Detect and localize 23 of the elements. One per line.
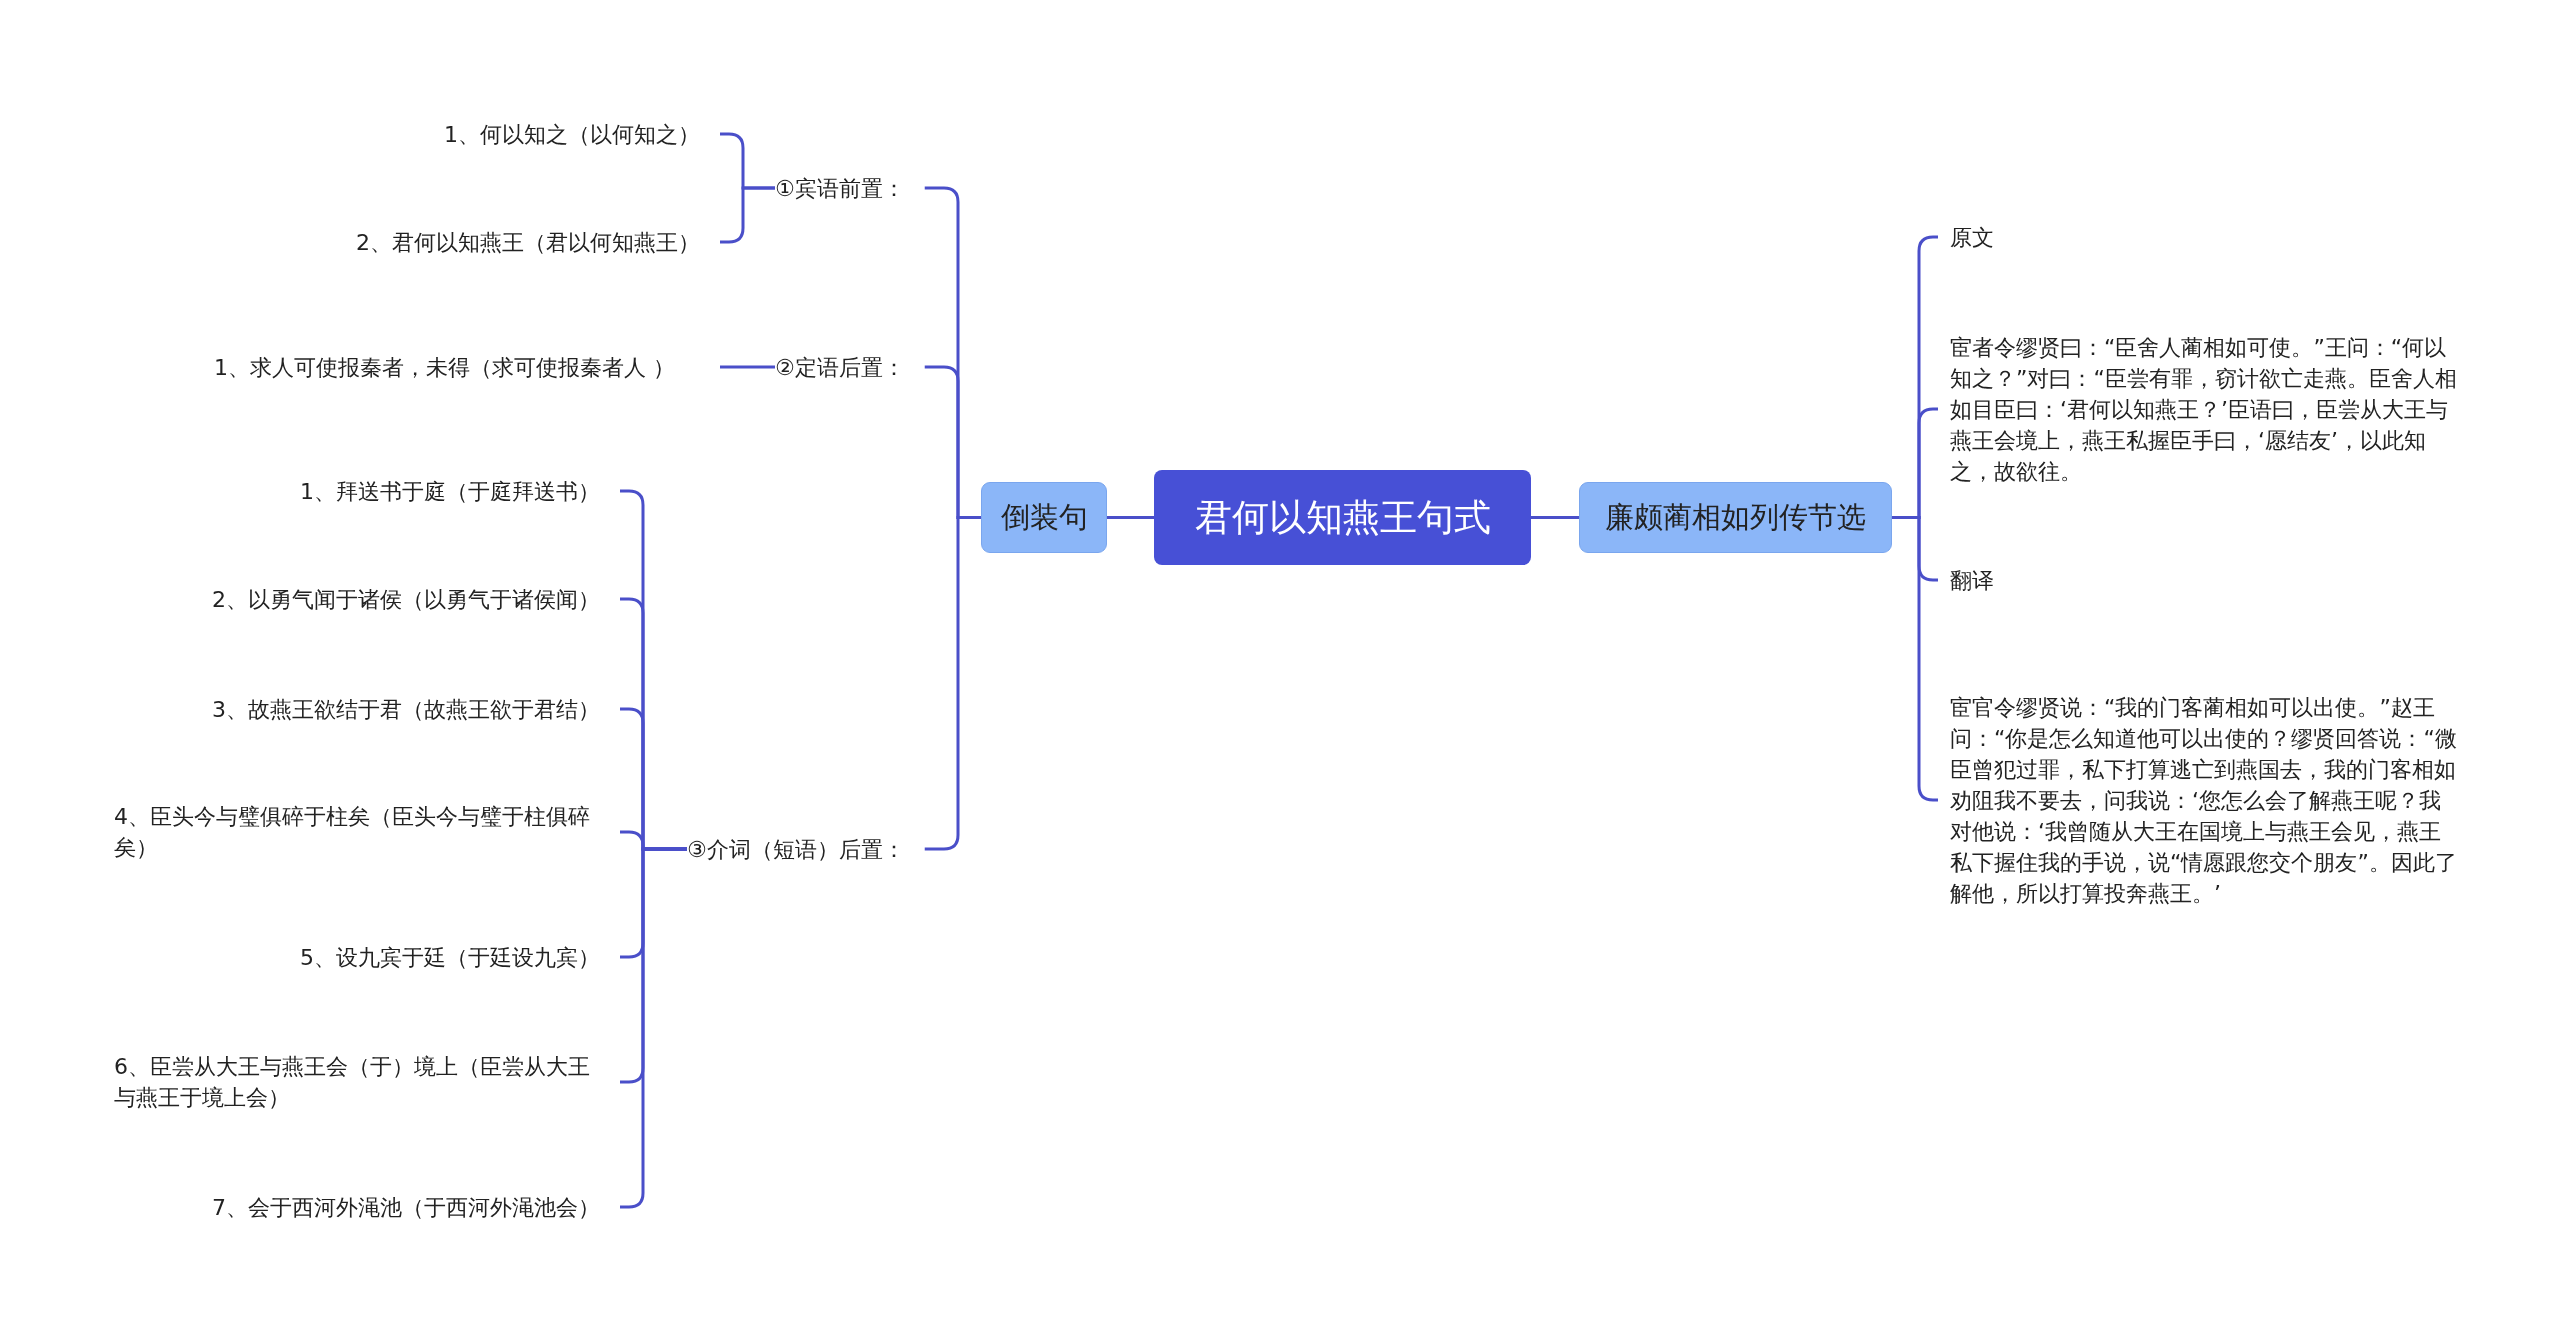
branch-text: 1、拜送书于庭（于庭拜送书）: [300, 475, 620, 507]
connector-line: [720, 365, 775, 369]
branch-box: 倒装句: [981, 482, 1107, 553]
branch-text: 宦官令缪贤说：“我的门客蔺相如可以出使。”赵王问：“你是怎么知道他可以出使的？缪贤回答说：“微臣曾犯过罪，私下打算逃亡到燕国去，我的门客相如劝阻我不要去，问我说：‘您怎么会了解燕王呢？我对他说：‘我曾随从大王在国境上与燕王会见，燕王私下握住我的手说，说“情愿跟您交个朋友”。因此了解他，所以打算投奔燕王。’: [1938, 691, 2458, 909]
branch-text: 2、以勇气闻于诸侯（以勇气于诸侯闻）: [212, 583, 620, 615]
central-topic-box: 君何以知燕王句式: [1154, 470, 1531, 565]
branch-text: ③介词（短语）后置：: [687, 833, 925, 865]
branch-text: 宦者令缪贤曰：“臣舍人蔺相如可使。”王问：“何以知之？”对曰：“臣尝有罪，窃计欲亡走燕。臣舍人相如目臣曰：‘君何以知燕王？’臣语曰，臣尝从大王与燕王会境上，燕王私握臣手曰，‘愿结友’，以此知之，故欲往。: [1938, 331, 2458, 487]
branch-text: 2、君何以知燕王（君以何知燕王）: [356, 226, 720, 258]
branch-text: 3、故燕王欲结于君（故燕王欲于君结）: [212, 693, 620, 725]
branch-box: 廉颇蔺相如列传节选: [1579, 482, 1892, 553]
branch-text: ①宾语前置：: [775, 172, 925, 204]
branch-text: 翻译: [1938, 564, 1994, 596]
branch-text: 7、会于西河外渑池（于西河外渑池会）: [212, 1191, 620, 1223]
connector-line: [1107, 516, 1154, 519]
branch-text: 1、何以知之（以何知之）: [444, 118, 720, 150]
branch-text: 5、设九宾于廷（于廷设九宾）: [300, 941, 620, 973]
branch-text: 1、求人可使报秦者，未得（求可使报秦者人 ）: [214, 351, 720, 383]
connector-line: [1531, 516, 1579, 519]
branch-text: ②定语后置：: [775, 351, 925, 383]
branch-text: 4、臣头今与璧俱碎于柱矣（臣头今与璧于柱俱碎矣）: [114, 801, 620, 863]
branch-text: 6、臣尝从大王与燕王会（于）境上（臣尝从大王与燕王于境上会）: [114, 1051, 620, 1113]
branch-text: 原文: [1938, 221, 1994, 253]
